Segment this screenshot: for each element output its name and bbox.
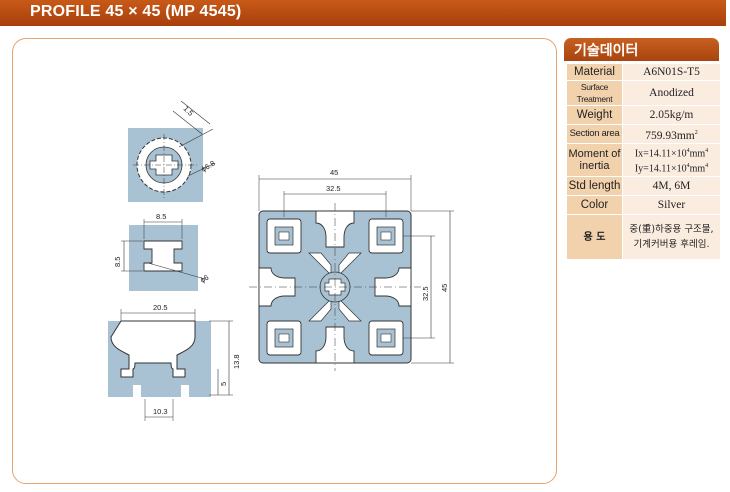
dim-8-5-width: 8.5 [156,212,166,221]
dim-8-5-height: 8.5 [113,257,122,267]
spec-row-std-length: Std length 4M, 6M [567,177,720,195]
spec-label: Section area [567,125,622,143]
dim-phi-6: ϕ6 [199,273,211,285]
spec-label: Weight [567,106,622,124]
title-bar: PROFILE 45 × 45 (MP 4545) [0,0,726,26]
spec-value: Anodized [622,81,720,105]
spec-row-surface: Surface Treatment Anodized [567,81,720,105]
dim-1-5: 1.5 [182,104,196,118]
tslot-detail: 20.5 13.8 5 10.3 [108,303,241,421]
dim-13-8: 13.8 [232,354,241,369]
spec-row-moment: Moment of inertia Ix=14.11×104mm4 Iy=14.… [567,144,720,176]
bore-detail: 1.5 ϕ6.8 [128,100,217,202]
drawing-panel: 1.5 ϕ6.8 8.5 8.5 ϕ6 20.5 [12,38,557,484]
dim-45-height: 45 [440,284,449,292]
spec-label: 용 도 [567,215,622,259]
spec-label: Surface Treatment [567,81,622,105]
slot-detail: 8.5 8.5 ϕ6 [113,212,210,291]
dim-10-3: 10.3 [153,407,168,416]
dim-32-5-width: 32.5 [326,184,341,193]
spec-value: 2.05kg/m [622,106,720,124]
spec-label: Color [567,196,622,214]
spec-header-title: 기술데이터 [574,43,639,59]
dim-20-5: 20.5 [153,303,168,312]
spec-row-weight: Weight 2.05kg/m [567,106,720,124]
spec-value: 4M, 6M [622,177,720,195]
spec-row-color: Color Silver [567,196,720,214]
dim-5: 5 [219,382,228,386]
spec-value: 중(重)하중용 구조물,기계커버용 후레임. [622,215,720,259]
profile-drawing: 1.5 ϕ6.8 8.5 8.5 ϕ6 20.5 [108,100,454,421]
spec-table: Material A6N01S-T5 Surface Treatment Ano… [567,63,720,260]
page-title: PROFILE 45 × 45 (MP 4545) [30,3,242,20]
spec-value: Silver [622,196,720,214]
spec-row-material: Material A6N01S-T5 [567,64,720,80]
spec-value: 759.93mm2 [622,125,720,143]
spec-label: Moment of inertia [567,144,622,176]
spec-label: Material [567,64,622,80]
spec-row-section-area: Section area 759.93mm2 [567,125,720,143]
spec-label: Std length [567,177,622,195]
spec-header: 기술데이터 [564,38,719,61]
main-profile: 45 32.5 32.5 45 [249,168,454,371]
dim-32-5-height: 32.5 [421,286,430,301]
spec-row-usage: 용 도 중(重)하중용 구조물,기계커버용 후레임. [567,215,720,259]
dim-45-width: 45 [330,168,338,177]
spec-value: Ix=14.11×104mm4 Iy=14.11×104mm4 [622,144,720,176]
spec-value: A6N01S-T5 [622,64,720,80]
